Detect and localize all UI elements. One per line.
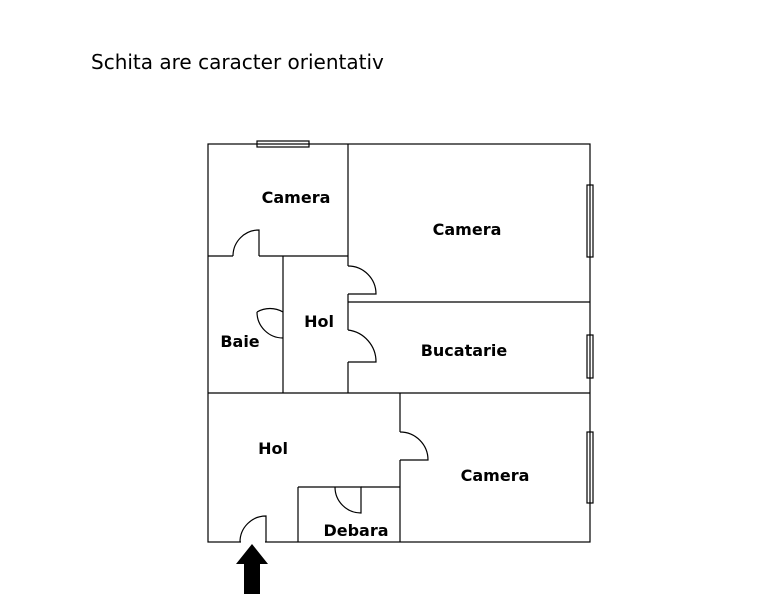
door-icon [347,265,377,295]
window-icon [586,334,594,379]
window-icon [256,140,310,148]
room-label-hol: Hol [304,312,334,331]
room-label-bucatarie: Bucatarie [421,341,508,360]
door-icon [256,307,284,338]
room-label-hol: Hol [258,439,288,458]
room-label-camera: Camera [262,188,331,207]
door-icon [399,431,429,461]
plan-title: Schita are caracter orientativ [91,50,384,74]
room-label-camera: Camera [461,466,530,485]
door-icon [232,229,260,257]
window-icon [586,431,594,504]
window-icon [586,184,594,258]
door-icon [239,515,267,543]
room-label-baie: Baie [220,332,259,351]
entrance-arrow-icon [236,544,268,594]
room-label-debara: Debara [323,521,388,540]
outer-walls [207,143,591,543]
door-icon [347,329,377,363]
door-swing [256,311,284,339]
room-label-camera: Camera [433,220,502,239]
door-icon [334,486,362,514]
